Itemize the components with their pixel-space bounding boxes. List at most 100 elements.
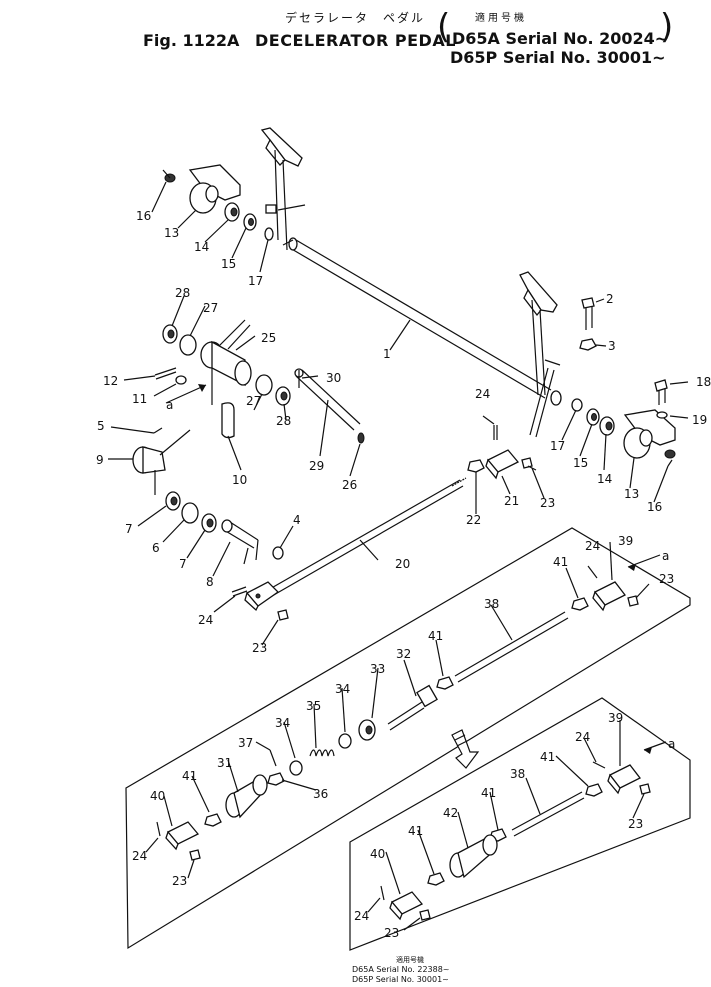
inset-arrow-icon bbox=[451, 729, 480, 769]
bracket-left: ( bbox=[437, 7, 451, 47]
callout-28b: 28 bbox=[276, 414, 291, 428]
callout-21: 21 bbox=[504, 494, 519, 508]
callout-41b: 41 bbox=[428, 629, 443, 643]
rod-38-upper bbox=[454, 611, 569, 683]
callout-24d: 24 bbox=[132, 849, 147, 863]
callout-41e: 41 bbox=[481, 786, 496, 800]
cotter-pin-12 bbox=[154, 367, 177, 380]
figure-number: Fig. 1122A bbox=[143, 31, 240, 50]
callout-5: 5 bbox=[97, 419, 105, 433]
callout-16a: 16 bbox=[136, 209, 151, 223]
callout-24c: 24 bbox=[585, 539, 600, 553]
cylinder-31 bbox=[225, 774, 268, 819]
bolt-23-inset-lower-left bbox=[419, 909, 431, 921]
lever-9 bbox=[132, 429, 191, 495]
callout-28a: 28 bbox=[175, 286, 190, 300]
callout-8: 8 bbox=[206, 575, 214, 589]
rod-38-lower bbox=[511, 791, 585, 837]
bearing-bracket-right bbox=[623, 409, 676, 459]
callout-23d: 23 bbox=[172, 874, 187, 888]
footer-serial-heading: 適用号機 bbox=[396, 956, 424, 964]
leader-lines bbox=[108, 181, 689, 931]
callout-20: 20 bbox=[395, 557, 410, 571]
callout-23a: 23 bbox=[540, 496, 555, 510]
clevis-40-upper bbox=[165, 821, 200, 851]
callout-23c: 23 bbox=[659, 572, 674, 586]
callout-23b: 23 bbox=[252, 641, 267, 655]
callout-6: 6 bbox=[152, 541, 160, 555]
callout-25: 25 bbox=[261, 331, 276, 345]
callout-7a: 7 bbox=[125, 522, 133, 536]
grease-fitting-left-16 bbox=[162, 169, 176, 183]
callout-29: 29 bbox=[309, 459, 324, 473]
callout-32: 32 bbox=[396, 647, 411, 661]
nut-41-a bbox=[571, 597, 589, 611]
figure-title: DECELERATOR PEDAL bbox=[255, 31, 456, 50]
bushing-6 bbox=[181, 502, 199, 524]
bolt-2 bbox=[581, 297, 595, 330]
bolt-23-lower bbox=[277, 609, 289, 621]
bushing-28-bottom bbox=[275, 386, 291, 406]
callout-10: 10 bbox=[232, 473, 247, 487]
callout-3: 3 bbox=[608, 339, 616, 353]
callout-13a: 13 bbox=[164, 226, 179, 240]
serial-applicability-heading: 適用号機 bbox=[475, 13, 527, 24]
washer-right-17 bbox=[571, 398, 583, 412]
bolt-18 bbox=[654, 379, 668, 405]
callout-42: 42 bbox=[443, 806, 458, 820]
ref-a-2: a bbox=[662, 549, 669, 563]
callout-39a: 39 bbox=[618, 534, 633, 548]
cotter-24-lower bbox=[231, 586, 248, 597]
bushing-left-14 bbox=[224, 202, 240, 222]
nut-3 bbox=[579, 338, 597, 351]
callout-40b: 40 bbox=[370, 847, 385, 861]
callout-23f: 23 bbox=[384, 926, 399, 940]
nut-22 bbox=[467, 459, 485, 473]
callout-41c: 41 bbox=[182, 769, 197, 783]
snap-ring-4 bbox=[272, 546, 284, 560]
nut-36 bbox=[267, 772, 285, 786]
clevis-20-end bbox=[244, 581, 280, 612]
rod-20 bbox=[267, 477, 467, 597]
bolt-23-inset-lower bbox=[639, 783, 651, 795]
callout-31: 31 bbox=[217, 756, 232, 770]
serial-d65a: D65A Serial No. 20024~ bbox=[452, 29, 669, 48]
callout-4: 4 bbox=[293, 513, 301, 527]
callout-11: 11 bbox=[132, 392, 147, 406]
bolt-23-inset-upper bbox=[627, 595, 639, 607]
callout-34b: 34 bbox=[275, 716, 290, 730]
ref-a-arrow-icon bbox=[165, 384, 667, 754]
nut-41-f bbox=[427, 872, 445, 886]
nut-41-b bbox=[436, 676, 454, 690]
seal-right-15 bbox=[586, 408, 600, 426]
callout-24b: 24 bbox=[198, 613, 213, 627]
washer-11 bbox=[175, 375, 187, 385]
serial-d65p: D65P Serial No. 30001~ bbox=[450, 48, 666, 67]
bushing-27-top bbox=[179, 334, 197, 356]
callout-35: 35 bbox=[306, 699, 321, 713]
callout-24e: 24 bbox=[575, 730, 590, 744]
bracket-right: ) bbox=[660, 7, 674, 47]
bushing-27-bottom bbox=[255, 374, 273, 396]
nut-41-c bbox=[204, 813, 222, 827]
callout-33: 33 bbox=[370, 662, 385, 676]
rod-32 bbox=[387, 684, 438, 731]
callout-34a: 34 bbox=[335, 682, 350, 696]
callout-24a: 24 bbox=[475, 387, 490, 401]
pedal-shaft-assembly bbox=[260, 127, 562, 438]
callout-15a: 15 bbox=[221, 257, 236, 271]
shaft-8 bbox=[221, 519, 259, 565]
collar-34-a bbox=[338, 733, 352, 749]
clevis-21 bbox=[485, 449, 520, 480]
collar-34-b bbox=[289, 760, 303, 776]
cotter-24-inset-upper bbox=[587, 565, 598, 579]
figure-title-japanese: デセラレータ ペダル bbox=[285, 11, 426, 25]
callout-2: 2 bbox=[606, 292, 614, 306]
callout-17a: 17 bbox=[248, 274, 263, 288]
callout-14b: 14 bbox=[597, 472, 612, 486]
inset-panel-lower bbox=[349, 697, 691, 951]
callout-13b: 13 bbox=[624, 487, 639, 501]
grease-fitting-5 bbox=[153, 427, 163, 434]
cotter-37 bbox=[269, 749, 277, 767]
